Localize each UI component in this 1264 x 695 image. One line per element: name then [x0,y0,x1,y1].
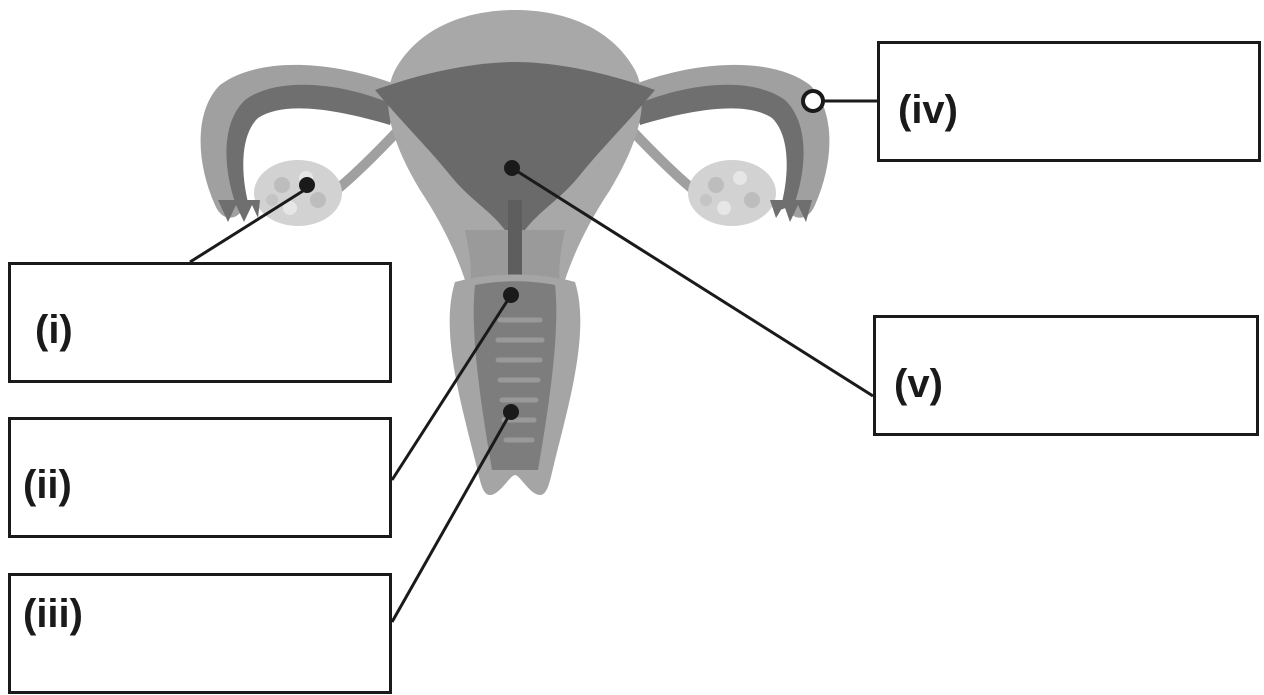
label-box-v: (v) [873,315,1259,436]
right-fimbriae [770,200,812,222]
label-iii: (iii) [23,594,83,634]
pointer-dot-v [504,160,520,176]
left-fimbriae [218,200,260,222]
label-ii: (ii) [23,465,72,505]
label-v: (v) [894,364,943,404]
label-i: (i) [35,310,73,350]
pointer-line-iii [392,412,511,622]
pointer-dot-i [299,177,315,193]
label-box-iii: (iii) [8,573,392,694]
pointer-dot-ii [503,287,519,303]
right-ovary [688,160,776,226]
label-box-i: (i) [8,262,392,383]
label-box-ii: (ii) [8,417,392,538]
pointer-dot-iii [503,404,519,420]
pointer-dot-iv [803,91,823,111]
label-iv: (iv) [898,90,958,130]
label-box-iv: (iv) [877,41,1261,162]
